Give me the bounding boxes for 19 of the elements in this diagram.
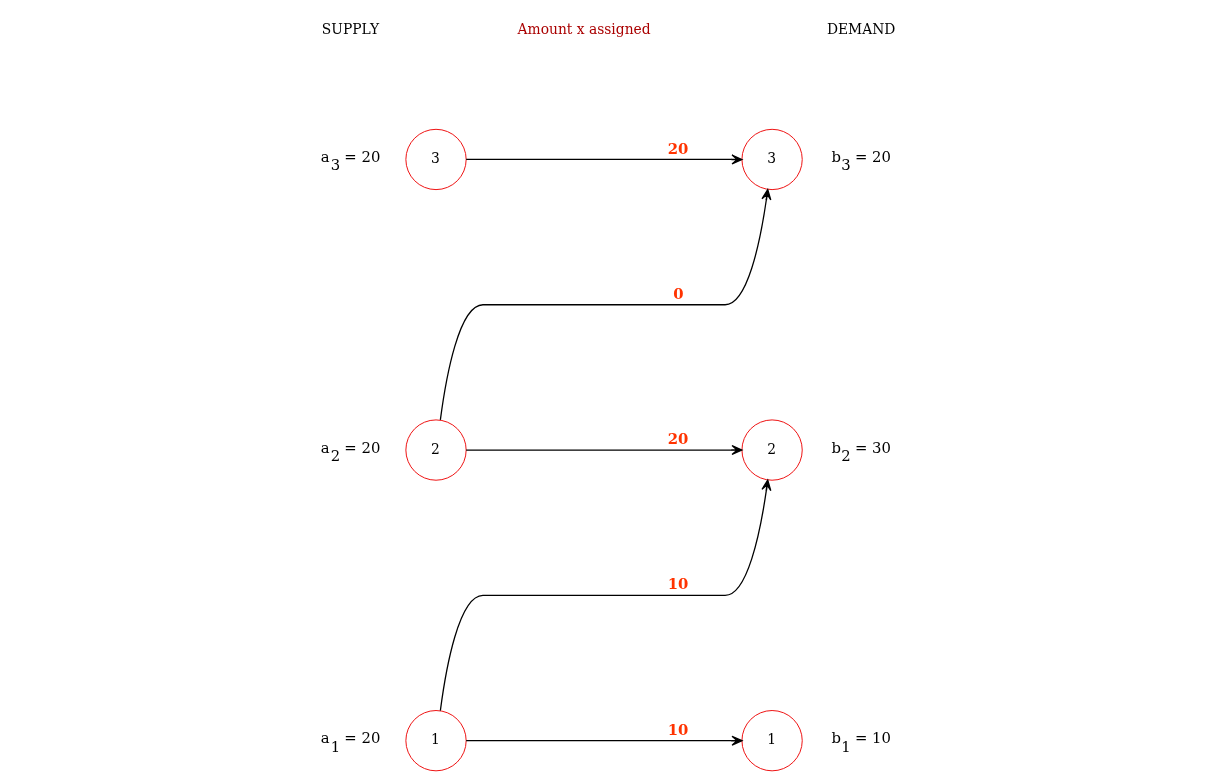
arrow (465, 445, 743, 456)
node-circle: 3 (741, 128, 803, 191)
edge-label: 20 (667, 139, 689, 157)
edge-label: 10 (667, 720, 689, 738)
edge-label: 20 (667, 430, 689, 448)
node-circle: 1 (405, 710, 467, 772)
label: Amount x assigned (517, 20, 651, 37)
edge-label: 0 (673, 284, 684, 302)
arrow (439, 188, 772, 421)
label: SUPPLY (321, 20, 380, 37)
node-circle: 2 (405, 419, 467, 481)
node-circle: 2 (741, 419, 803, 481)
node-circle: 1 (741, 710, 803, 772)
node-circle: 3 (405, 128, 467, 191)
edge-label: 10 (667, 575, 689, 593)
arrow (465, 154, 743, 165)
arrow (465, 735, 743, 746)
arrow (439, 479, 772, 712)
label: DEMAND (826, 20, 896, 37)
